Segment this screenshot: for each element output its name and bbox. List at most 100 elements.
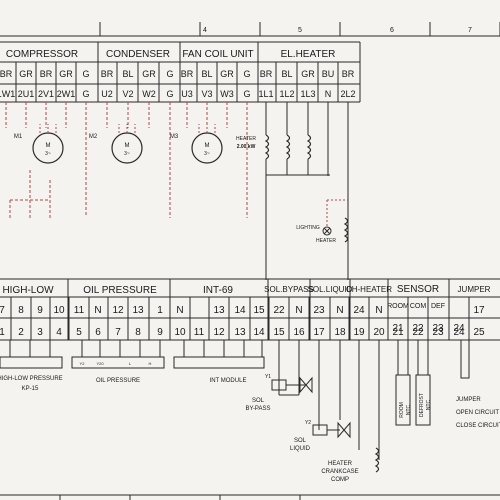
terminal-row-b: 18 xyxy=(334,327,346,338)
plug-pin-label: Y2 xyxy=(80,361,86,366)
top-terminal-label: W3 xyxy=(220,89,234,99)
sol-bypass-text-1: SOL xyxy=(252,398,265,404)
motor-label: M1 xyxy=(14,134,23,140)
terminal-row-a: 23 xyxy=(432,323,444,334)
terminal-row-b: 11 xyxy=(194,327,205,338)
terminal-row-b: 14 xyxy=(253,327,265,338)
group-compressor: COMPRESSOR xyxy=(6,49,78,60)
top-wire-color: BL xyxy=(281,69,292,79)
terminal-row-b: 3 xyxy=(37,327,43,338)
top-terminal-label: 2W1 xyxy=(57,89,76,99)
top-wire-color: BR xyxy=(40,69,53,79)
terminal-row-b: 21 xyxy=(392,327,404,338)
ch-heater-text-1: HEATER xyxy=(328,461,353,467)
group-sol-bypass: SOL.BYPASS xyxy=(264,285,314,294)
sol-bypass-text-2: BY-PASS xyxy=(245,406,270,412)
terminal-row-a: N xyxy=(176,305,183,316)
lighting-heater-coil xyxy=(343,217,349,243)
ruler-number: 5 xyxy=(298,27,302,34)
lamp-cross xyxy=(323,227,331,235)
sensor-sub-room: ROOM xyxy=(387,303,409,310)
top-terminal-label: 1L2 xyxy=(279,89,294,99)
top-wire-color: BU xyxy=(322,69,335,79)
plug-pin-label: L xyxy=(129,361,132,366)
top-wire-color: BR xyxy=(101,69,114,79)
top-wire-color: GR xyxy=(59,69,73,79)
terminal-row-a: 17 xyxy=(473,305,485,316)
motor-letter: M xyxy=(46,143,51,149)
terminal-row-a: 12 xyxy=(112,305,124,316)
plug-oil-pressure xyxy=(71,356,165,369)
top-terminal-label: V3 xyxy=(201,89,212,99)
group-condenser: CONDENSER xyxy=(106,49,170,60)
plug-pin-label: Y20 xyxy=(96,361,104,366)
top-terminal-label: 2V1 xyxy=(38,89,54,99)
terminal-row-a: 21 xyxy=(392,323,404,334)
lighting-heater-label: HEATER xyxy=(316,238,336,244)
top-terminal-label: N xyxy=(325,89,332,99)
terminal-row-a: 24 xyxy=(353,305,365,316)
kp15-label: KP-15 xyxy=(22,386,39,392)
jumper-close-circuit: CLOSE CIRCUIT : N xyxy=(456,423,500,429)
jumper-link xyxy=(460,339,470,379)
sensor-room-text: ROOM xyxy=(399,402,405,418)
jumper-label: JUMPER xyxy=(456,397,481,403)
high-low-pressure-label: HIGH-LOW PRESSURE xyxy=(0,376,63,382)
ruler-number: 6 xyxy=(390,27,394,34)
terminal-row-a: 13 xyxy=(132,305,144,316)
motor-label: M2 xyxy=(89,134,98,140)
ch-heater-text-3: COMP xyxy=(331,477,349,483)
terminal-row-b: 4 xyxy=(56,327,62,338)
top-wire-color: GR xyxy=(220,69,234,79)
top-wire-color: BR xyxy=(0,69,13,79)
plug-int-module xyxy=(173,356,265,369)
group-el-heater: EL.HEATER xyxy=(281,49,336,60)
sol-bypass-y1: Y1 xyxy=(265,374,271,380)
group-high-low: HIGH-LOW xyxy=(2,285,54,296)
top-wire-color: GR xyxy=(142,69,156,79)
terminal-row-a: N xyxy=(295,305,302,316)
terminal-row-a: 8 xyxy=(18,305,24,316)
terminal-row-a: 13 xyxy=(213,305,225,316)
terminal-row-a: 24 xyxy=(453,323,465,334)
ch-heater-text-2: CRANKCASE xyxy=(321,469,358,475)
jumper-open-circuit: OPEN CIRCUIT : N xyxy=(456,410,500,416)
sensor-sub-def: DEF xyxy=(431,303,445,310)
top-wire-color: BR xyxy=(181,69,194,79)
group-sensor: SENSOR xyxy=(397,284,439,295)
top-wire-color: BL xyxy=(122,69,133,79)
sensor-room-probe xyxy=(395,374,411,426)
terminal-row-b: 24 xyxy=(453,327,465,338)
heater-coil xyxy=(264,134,270,160)
terminal-row-a: 15 xyxy=(253,305,265,316)
int-module-label: INT MODULE xyxy=(210,378,247,384)
motor-phase: 3~ xyxy=(45,151,51,157)
top-wire-color: G xyxy=(243,69,250,79)
terminal-row-b: 20 xyxy=(373,327,385,338)
terminal-row-b: 19 xyxy=(353,327,365,338)
terminal-row-a: 1 xyxy=(157,305,163,316)
terminal-row-b: 1 xyxy=(0,327,5,338)
top-wire-color: GR xyxy=(19,69,33,79)
terminal-row-b: 5 xyxy=(76,327,82,338)
motor-phase: 3~ xyxy=(204,151,210,157)
terminal-row-b: 12 xyxy=(213,327,225,338)
terminal-row-a: N xyxy=(336,305,343,316)
lighting-label: LIGHTING xyxy=(296,225,320,231)
motor-letter: M xyxy=(125,143,130,149)
sol-liquid-valve xyxy=(337,421,351,439)
terminal-row-b: 16 xyxy=(293,327,305,338)
heater-label: HEATER xyxy=(236,136,256,142)
plug-pin-label: H xyxy=(149,361,152,366)
motor-label: M3 xyxy=(170,134,179,140)
top-terminal-label: 1L3 xyxy=(300,89,315,99)
sol-liquid-y2: Y2 xyxy=(305,420,311,426)
terminal-row-b: 25 xyxy=(473,327,485,338)
terminal-row-b: 8 xyxy=(135,327,141,338)
ruler-number: 7 xyxy=(468,27,472,34)
terminal-row-a: 22 xyxy=(273,305,285,316)
top-terminal-label: G xyxy=(166,89,173,99)
group-int-69: INT-69 xyxy=(203,285,233,296)
terminal-row-a: 22 xyxy=(412,323,424,334)
